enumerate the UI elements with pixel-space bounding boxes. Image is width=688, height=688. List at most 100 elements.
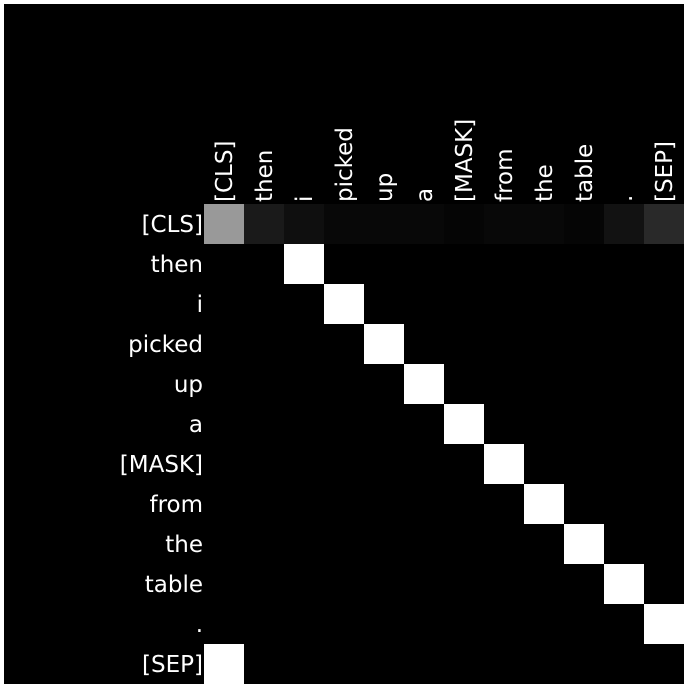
heatmap-cell-5-6 (444, 404, 484, 444)
heatmap-cell-9-8 (524, 564, 564, 604)
heatmap-cell-4-9 (564, 364, 604, 404)
heatmap-cell-3-4 (364, 324, 404, 364)
heatmap-cell-11-0 (204, 644, 244, 684)
heatmap-cell-2-5 (404, 284, 444, 324)
x-tick-label: table (572, 144, 598, 202)
heatmap-cell-10-8 (524, 604, 564, 644)
x-tick-label: [SEP] (652, 141, 678, 202)
heatmap-cell-8-11 (644, 524, 684, 564)
heatmap-cell-9-11 (644, 564, 684, 604)
heatmap-cell-11-8 (524, 644, 564, 684)
heatmap-cell-10-4 (364, 604, 404, 644)
heatmap-cell-7-0 (204, 484, 244, 524)
heatmap-cell-6-2 (284, 444, 324, 484)
heatmap-cell-8-9 (564, 524, 604, 564)
y-tick-label: up (174, 372, 203, 398)
x-tick-label: from (492, 148, 518, 202)
heatmap-cell-9-9 (564, 564, 604, 604)
heatmap-cell-0-10 (604, 204, 644, 244)
heatmap-cell-8-7 (484, 524, 524, 564)
heatmap-cell-11-1 (244, 644, 284, 684)
heatmap-cell-5-5 (404, 404, 444, 444)
heatmap-cell-11-4 (364, 644, 404, 684)
heatmap-cell-4-1 (244, 364, 284, 404)
heatmap-cell-0-2 (284, 204, 324, 244)
heatmap-cell-11-3 (324, 644, 364, 684)
heatmap-cell-8-3 (324, 524, 364, 564)
heatmap-cell-7-2 (284, 484, 324, 524)
heatmap-cell-1-7 (484, 244, 524, 284)
y-tick-label: table (145, 572, 203, 598)
y-tick-label: from (149, 492, 203, 518)
heatmap-cell-6-11 (644, 444, 684, 484)
heatmap-cell-9-0 (204, 564, 244, 604)
y-tick-label: i (197, 292, 203, 318)
heatmap-cell-5-7 (484, 404, 524, 444)
heatmap-cell-10-3 (324, 604, 364, 644)
heatmap-cell-1-4 (364, 244, 404, 284)
y-tick-label: a (189, 412, 203, 438)
heatmap-cell-10-1 (244, 604, 284, 644)
heatmap-cell-11-6 (444, 644, 484, 684)
heatmap-cell-6-3 (324, 444, 364, 484)
y-tick-label: then (151, 252, 203, 278)
heatmap-cell-10-11 (644, 604, 684, 644)
heatmap-cell-1-2 (284, 244, 324, 284)
heatmap-cell-0-11 (644, 204, 684, 244)
y-tick-label: . (196, 612, 203, 638)
heatmap-cell-2-3 (324, 284, 364, 324)
heatmap-cell-5-0 (204, 404, 244, 444)
heatmap-cell-3-6 (444, 324, 484, 364)
heatmap-cell-10-2 (284, 604, 324, 644)
heatmap-cell-7-3 (324, 484, 364, 524)
heatmap-cell-4-3 (324, 364, 364, 404)
heatmap-cell-9-10 (604, 564, 644, 604)
heatmap-cell-8-5 (404, 524, 444, 564)
heatmap-cell-10-0 (204, 604, 244, 644)
heatmap-cell-4-8 (524, 364, 564, 404)
heatmap-cell-4-5 (404, 364, 444, 404)
heatmap-cell-7-6 (444, 484, 484, 524)
y-tick-labels: [CLS]thenipickedupa[MASK]fromthetable.[S… (120, 212, 203, 678)
heatmap-cell-0-5 (404, 204, 444, 244)
heatmap-cell-8-1 (244, 524, 284, 564)
heatmap-cell-0-6 (444, 204, 484, 244)
heatmap-cell-2-0 (204, 284, 244, 324)
heatmap-cell-3-0 (204, 324, 244, 364)
heatmap-cell-0-3 (324, 204, 364, 244)
heatmap-cell-10-6 (444, 604, 484, 644)
heatmap-cell-5-2 (284, 404, 324, 444)
heatmap-cell-8-10 (604, 524, 644, 564)
heatmap-cell-5-11 (644, 404, 684, 444)
y-tick-label: [CLS] (142, 212, 203, 238)
heatmap-cell-6-8 (524, 444, 564, 484)
heatmap-cell-10-9 (564, 604, 604, 644)
x-tick-label: a (412, 188, 438, 202)
heatmap-cell-8-6 (444, 524, 484, 564)
heatmap-cell-2-7 (484, 284, 524, 324)
y-tick-label: [MASK] (120, 452, 203, 478)
heatmap-cell-11-10 (604, 644, 644, 684)
heatmap-cell-4-2 (284, 364, 324, 404)
x-tick-label: the (532, 164, 558, 202)
heatmap-cell-3-11 (644, 324, 684, 364)
heatmap-cell-4-7 (484, 364, 524, 404)
heatmap-cell-6-9 (564, 444, 604, 484)
heatmap-cell-2-10 (604, 284, 644, 324)
heatmap-cell-0-0 (204, 204, 244, 244)
heatmap-cell-0-9 (564, 204, 604, 244)
heatmap-cell-1-6 (444, 244, 484, 284)
heatmap-cell-4-4 (364, 364, 404, 404)
heatmap-cell-9-1 (244, 564, 284, 604)
heatmap-cell-4-10 (604, 364, 644, 404)
heatmap-cell-2-8 (524, 284, 564, 324)
heatmap-cell-4-11 (644, 364, 684, 404)
heatmap-cell-1-11 (644, 244, 684, 284)
heatmap-cell-5-10 (604, 404, 644, 444)
heatmap-cell-7-10 (604, 484, 644, 524)
heatmap-cell-10-7 (484, 604, 524, 644)
heatmap-cell-2-11 (644, 284, 684, 324)
heatmap-cell-1-10 (604, 244, 644, 284)
heatmap-cell-6-0 (204, 444, 244, 484)
